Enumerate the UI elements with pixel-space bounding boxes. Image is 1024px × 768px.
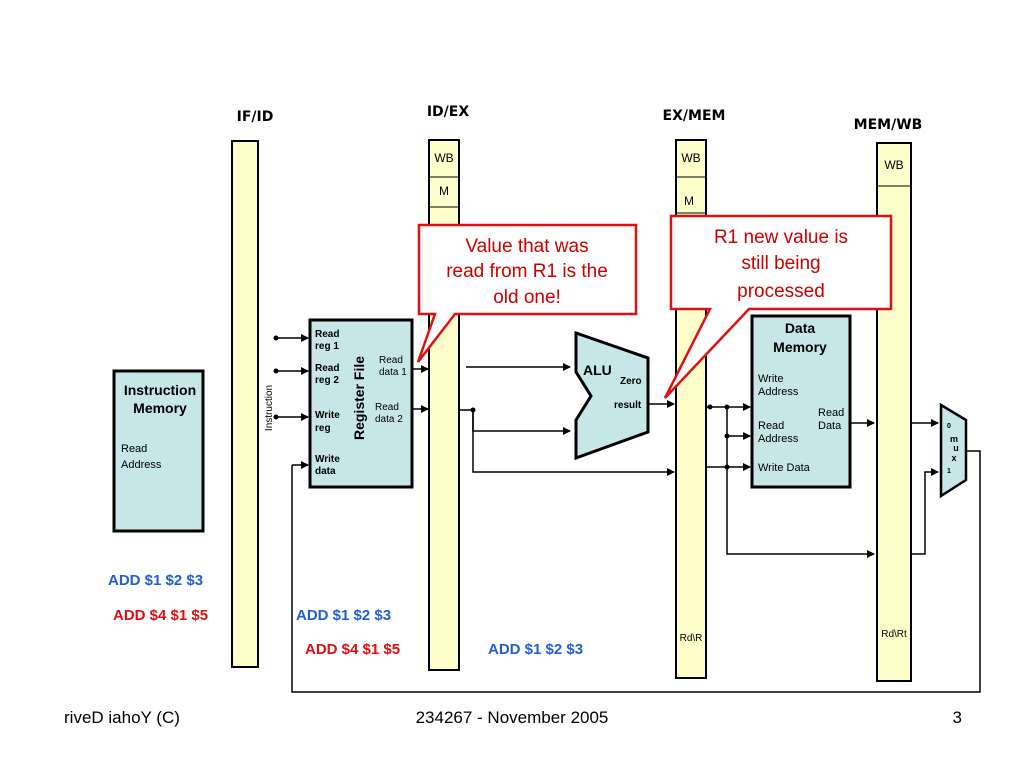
alu-label: ALU xyxy=(583,362,612,378)
id-ex-label: ID/EX xyxy=(427,104,470,120)
id-stage-instruction-1: ADD $1 $2 $3 xyxy=(296,607,391,624)
read-data1-label-1: Read xyxy=(379,355,403,366)
instruction-memory-title-1: Instruction xyxy=(124,382,196,398)
read-address-label-2: Address xyxy=(758,433,799,445)
id-ex-register xyxy=(428,139,460,671)
if-stage-instruction-1: ADD $1 $2 $3 xyxy=(108,572,203,589)
read-reg2-label-2: reg 2 xyxy=(315,375,339,386)
read-data1-label-2: data 1 xyxy=(379,367,407,378)
alu-result-label: result xyxy=(614,400,642,411)
if-stage-instruction-2: ADD $4 $1 $5 xyxy=(113,607,208,624)
mux-in1-label: 1 xyxy=(947,468,951,475)
write-data-mem-label: Write Data xyxy=(758,462,811,474)
read-data2-label-1: Read xyxy=(375,402,399,413)
write-address-label-2: Address xyxy=(758,386,799,398)
ex-mem-label: EX/MEM xyxy=(663,108,726,124)
read-address-label-1: Read xyxy=(758,420,784,432)
mux-x-label: x xyxy=(951,453,956,463)
mux-u-label: u xyxy=(953,443,959,453)
ex-mem-m-field: M xyxy=(684,194,694,208)
ex-stage-instruction-1: ADD $1 $2 $3 xyxy=(488,641,583,658)
write-reg-label-1: Write xyxy=(315,410,340,421)
read-data2-label-2: data 2 xyxy=(375,414,403,425)
instruction-memory-port-2: Address xyxy=(121,459,162,471)
data-memory-title-1: Data xyxy=(785,320,816,336)
data-memory xyxy=(750,314,852,489)
write-data-label-1: Write xyxy=(315,454,340,465)
callout-left-line-1: Value that was xyxy=(465,236,588,257)
mux-m-label: m xyxy=(950,434,958,444)
alu-zero-label: Zero xyxy=(620,376,642,387)
mem-wb-rd-rt: Rd\Rt xyxy=(881,629,907,640)
if-id-register xyxy=(231,140,259,668)
instruction-memory-port-1: Read xyxy=(121,443,147,455)
callout-right-line-3: processed xyxy=(737,281,825,302)
footer-left: riveD iahoY (C) xyxy=(64,708,180,727)
callout-old-value xyxy=(416,223,638,363)
write-back-mux xyxy=(939,402,968,499)
callout-right-line-2: still being xyxy=(741,253,820,274)
mux-in0-label: 0 xyxy=(947,423,951,430)
mem-wb-label: MEM/WB xyxy=(854,117,923,133)
read-reg1-label-2: reg 1 xyxy=(315,341,339,352)
callout-new-value xyxy=(663,214,893,399)
register-file xyxy=(308,318,414,489)
instruction-label: Instruction xyxy=(264,385,275,431)
write-data-label-2: data xyxy=(315,466,336,477)
ex-mem-wb-field: WB xyxy=(681,151,700,165)
mem-wb-wb-field: WB xyxy=(884,158,903,172)
callout-right-line-1: R1 new value is xyxy=(714,227,848,248)
callout-left-line-2: read from R1 is the xyxy=(446,261,608,282)
footer-center: 234267 - November 2005 xyxy=(416,708,609,727)
id-ex-m-field: M xyxy=(439,184,449,198)
register-file-title: Register File xyxy=(351,356,367,440)
id-ex-wb-field: WB xyxy=(434,151,453,165)
write-reg-label-2: reg xyxy=(315,423,331,434)
alu xyxy=(574,330,650,461)
id-stage-instruction-2: ADD $4 $1 $5 xyxy=(305,641,400,658)
write-address-label-1: Write xyxy=(758,373,783,385)
if-id-label: IF/ID xyxy=(237,109,274,125)
read-reg2-label-1: Read xyxy=(315,363,339,374)
read-data-label-1: Read xyxy=(818,407,844,419)
instruction-memory-title-2: Memory xyxy=(133,400,187,416)
ex-mem-rd-rt: Rd\R xyxy=(680,633,703,644)
page-number: 3 xyxy=(953,708,962,727)
read-data-label-2: Data xyxy=(818,420,842,432)
data-memory-title-2: Memory xyxy=(773,339,827,355)
instruction-memory xyxy=(112,369,205,533)
callout-left-line-3: old one! xyxy=(493,287,561,308)
read-reg1-label-1: Read xyxy=(315,329,339,340)
